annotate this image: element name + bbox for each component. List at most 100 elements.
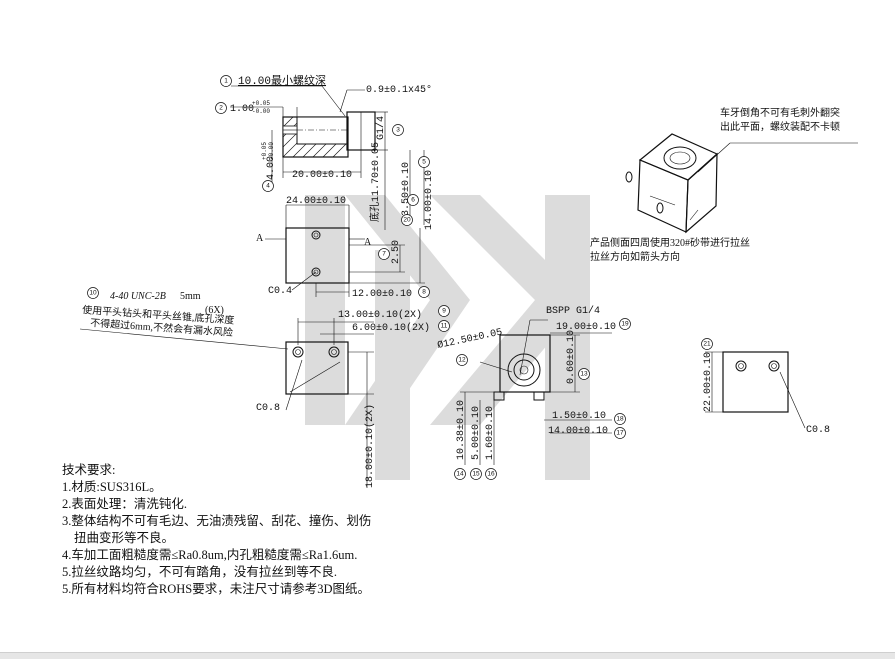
dim-2200: 22.00±0.10 <box>703 352 714 412</box>
balloon-label: 1 <box>224 78 228 85</box>
thread-label: G1/4 <box>375 116 387 140</box>
balloon-14: 14 <box>454 468 466 480</box>
dim-1170: 底孔11.70±0.05 <box>368 142 382 222</box>
callout-c2: 1.00 <box>230 104 254 115</box>
callout-chamfer: 0.9±0.1x45° <box>366 84 432 96</box>
balloon-7: 7 <box>378 248 390 260</box>
balloon-label: 6 <box>411 197 415 204</box>
balloon-label: 15 <box>472 471 480 478</box>
note-item: 扭曲变形等不良。 <box>74 531 175 545</box>
balloon-label: 2 <box>219 105 223 112</box>
callout-c2-tol-up: +0.05 <box>252 100 270 107</box>
balloon-10: 10 <box>87 287 99 299</box>
section-view <box>230 85 425 230</box>
balloon-label: 8 <box>422 289 426 296</box>
balloon-11: 11 <box>438 320 450 332</box>
iso-note-2: 出此平面，螺纹装配不卡顿 <box>720 120 840 133</box>
balloon-label: 4 <box>266 183 270 190</box>
balloon-3: 3 <box>392 124 404 136</box>
chamfer-c08b: C0.8 <box>806 425 830 436</box>
dim-250: 2.50 <box>391 240 402 264</box>
balloon-4: 4 <box>262 180 274 192</box>
bottom-scroll-strip <box>0 652 895 659</box>
chamfer-c08: C0.8 <box>256 403 280 414</box>
balloon-label: 10 <box>89 290 97 297</box>
iso-note-4: 拉丝方向如箭头方向 <box>590 250 680 263</box>
dim-1800: 18.00±0.10(2X) <box>364 404 376 488</box>
chamfer-c04: C0.4 <box>268 286 292 297</box>
balloon-label: 18 <box>616 416 624 423</box>
dim-1900: 19.00±0.10 <box>556 322 616 333</box>
balloon-15: 15 <box>470 468 482 480</box>
port-view <box>460 319 612 465</box>
balloon-6: 6 <box>407 194 419 206</box>
section-a-left: A <box>256 233 264 244</box>
balloon-20: 20 <box>401 214 413 226</box>
balloon-9: 9 <box>438 305 450 317</box>
dim-1400: 14.00±0.10 <box>424 170 435 230</box>
balloon-label: 17 <box>616 430 624 437</box>
balloon-label: 3 <box>396 127 400 134</box>
dim-2400: 24.00±0.10 <box>286 196 346 207</box>
balloon-13: 13 <box>578 368 590 380</box>
balloon-label: 7 <box>382 251 386 258</box>
balloon-label: 19 <box>621 321 629 328</box>
balloon-1: 1 <box>220 75 232 87</box>
thread-note-line-1: 4-40 UNC-2B <box>110 291 166 302</box>
callout-thread-depth: 10.00最小螺纹深 <box>238 73 326 88</box>
thread-note-qty: (6X) <box>205 305 224 316</box>
note-item: 4.车加工面粗糙度需≤Ra0.8um,内孔粗糙度需≤Ra1.6um. <box>62 548 358 562</box>
isometric-view <box>625 133 858 234</box>
thread-note: 4-40 UNC-2B 5mm (6X) 使用平头钻头和平头丝锥,底孔深度 不得… <box>79 291 289 350</box>
thread-note-depth: 5mm <box>180 291 201 302</box>
iso-note-1: 车牙倒角不可有毛刺外翻突 <box>720 106 840 119</box>
note-item: 5.所有材料均符合ROHS要求，未注尺寸请参考3D图纸。 <box>62 582 370 596</box>
technical-requirements: 技术要求: 1.材质:SUS316L。 2.表面处理：清洗钝化. 3.整体结构不… <box>62 462 371 598</box>
bspp-label: BSPP G1/4 <box>546 305 600 317</box>
iso-note-3: 产品侧面四周使用320#砂带进行拉丝 <box>590 236 750 249</box>
balloon-18: 18 <box>614 413 626 425</box>
balloon-label: 9 <box>442 308 446 315</box>
callout-c3-tol-up: +0.05 <box>261 142 268 160</box>
balloon-label: 16 <box>487 471 495 478</box>
dim-20: 20.00±0.10 <box>292 170 352 181</box>
bottom-view <box>705 351 806 429</box>
dim-1200: 12.00±0.10 <box>352 289 412 300</box>
balloon-label: 5 <box>422 159 426 166</box>
callout-c2-tol-dn: -0.00 <box>252 108 270 115</box>
note-item: 2.表面处理：清洗钝化. <box>62 497 188 511</box>
balloon-21: 21 <box>701 338 713 350</box>
balloon-5: 5 <box>418 156 430 168</box>
dim-1038: 10.38±0.10 <box>456 400 467 460</box>
balloon-label: 14 <box>456 471 464 478</box>
balloon-label: 11 <box>441 323 448 330</box>
balloon-16: 16 <box>485 468 497 480</box>
dim-150: 1.50±0.10 <box>552 411 606 422</box>
balloon-8: 8 <box>418 286 430 298</box>
balloon-label: 21 <box>703 341 711 348</box>
dim-1400b: 14.00±0.10 <box>548 426 608 437</box>
dim-1300: 13.00±0.10(2X) <box>338 309 422 321</box>
front-view <box>285 318 374 488</box>
notes-title: 技术要求: <box>62 463 116 477</box>
note-item: 5.拉丝纹路均匀，不可有踏角，没有拉丝到等不良. <box>62 565 338 579</box>
balloon-label: 20 <box>403 217 411 224</box>
note-item: 1.材质:SUS316L。 <box>62 480 162 494</box>
balloon-17: 17 <box>614 427 626 439</box>
callout-c3-tol-dn: -0.00 <box>268 142 275 160</box>
dim-600: 6.00±0.10(2X) <box>352 322 430 334</box>
note-item: 3.整体结构不可有毛边、无油渍残留、刮花、撞伤、划伤 <box>62 514 372 528</box>
balloon-19: 19 <box>619 318 631 330</box>
side-view <box>265 204 425 297</box>
dim-160: 1.60±0.10 <box>485 406 496 460</box>
balloon-label: 13 <box>580 371 588 378</box>
balloon-2: 2 <box>215 102 227 114</box>
callout-c3: 4.00 <box>266 156 277 180</box>
dim-060: 0.60±0.10 <box>566 330 577 384</box>
section-a-right: A <box>364 237 372 248</box>
watermark-logo <box>305 195 590 480</box>
dim-500: 5.00±0.10 <box>471 406 482 460</box>
balloon-12: 12 <box>456 354 468 366</box>
